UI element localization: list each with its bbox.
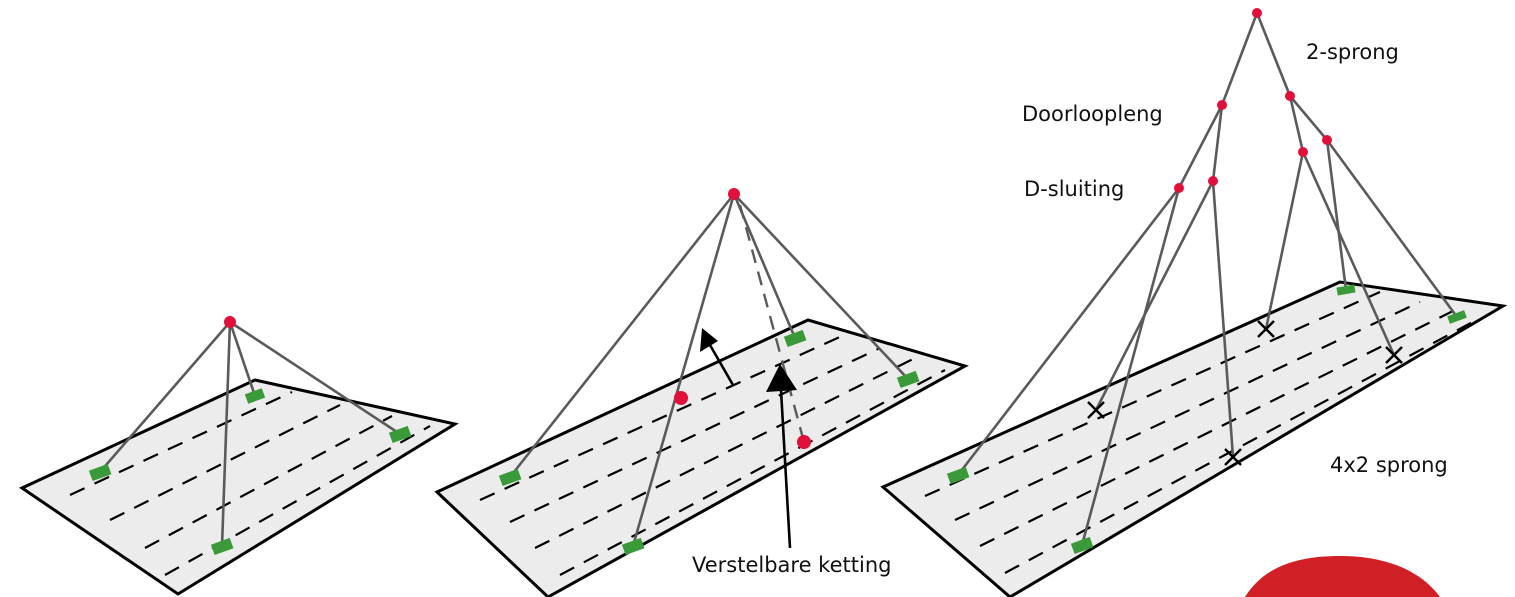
lifting-point [388,425,412,444]
panel-four-leg-sling [18,316,459,596]
master-link [728,188,740,200]
load-plate [434,318,969,597]
lifting-point [896,370,920,389]
sling-legs [508,193,909,547]
reeving-link-node [1285,91,1295,101]
sling-legs [956,12,1459,546]
load-plate [880,280,1508,597]
lifting-point [210,537,234,556]
lifting-point [498,468,522,487]
master-link [224,316,236,328]
chain-pointer-arrow [766,364,797,549]
lifting-point [1447,310,1467,324]
d-shackle-node [1298,147,1308,157]
lifting-point [946,466,970,485]
lifting-point [1070,536,1094,555]
d-shackle-node [1208,176,1218,186]
unused-point-cross [1224,448,1242,466]
lifting-point [783,329,807,348]
lifting-point [88,463,112,482]
panel-adjustable-chain: Verstelbare ketting [434,188,969,597]
lifting-point [244,388,266,404]
plate-grid [69,391,431,576]
adjustable-chain-label: Verstelbare ketting [692,553,891,577]
unused-point-cross [1385,346,1403,364]
unused-point-cross [1087,401,1105,419]
lifting-point [1336,284,1356,296]
lifting-point [621,537,645,556]
four-by-two-label: 4x2 sprong [1330,453,1448,477]
master-link [1252,8,1262,18]
brand-badge-shape [1245,556,1440,597]
load-plate [18,378,459,596]
d-shackle-node [1174,183,1184,193]
plate-grid [924,290,1481,574]
two-leg-label: 2-sprong [1306,40,1399,64]
chain-end-marker [797,435,811,449]
reeving-link-node [1217,100,1227,110]
chain-end-marker [674,391,688,405]
d-shackle-label: D-sluiting [1024,177,1124,201]
unused-point-cross [1257,320,1275,338]
d-shackle-node [1322,135,1332,145]
sling-legs [99,320,401,547]
reeving-link-label: Doorloopleng [1022,102,1163,126]
adjust-direction-arrow [700,328,735,386]
panel-four-by-two-sling: 2-sprong Doorloopleng D-sluiting 4x2 spr… [880,8,1508,597]
